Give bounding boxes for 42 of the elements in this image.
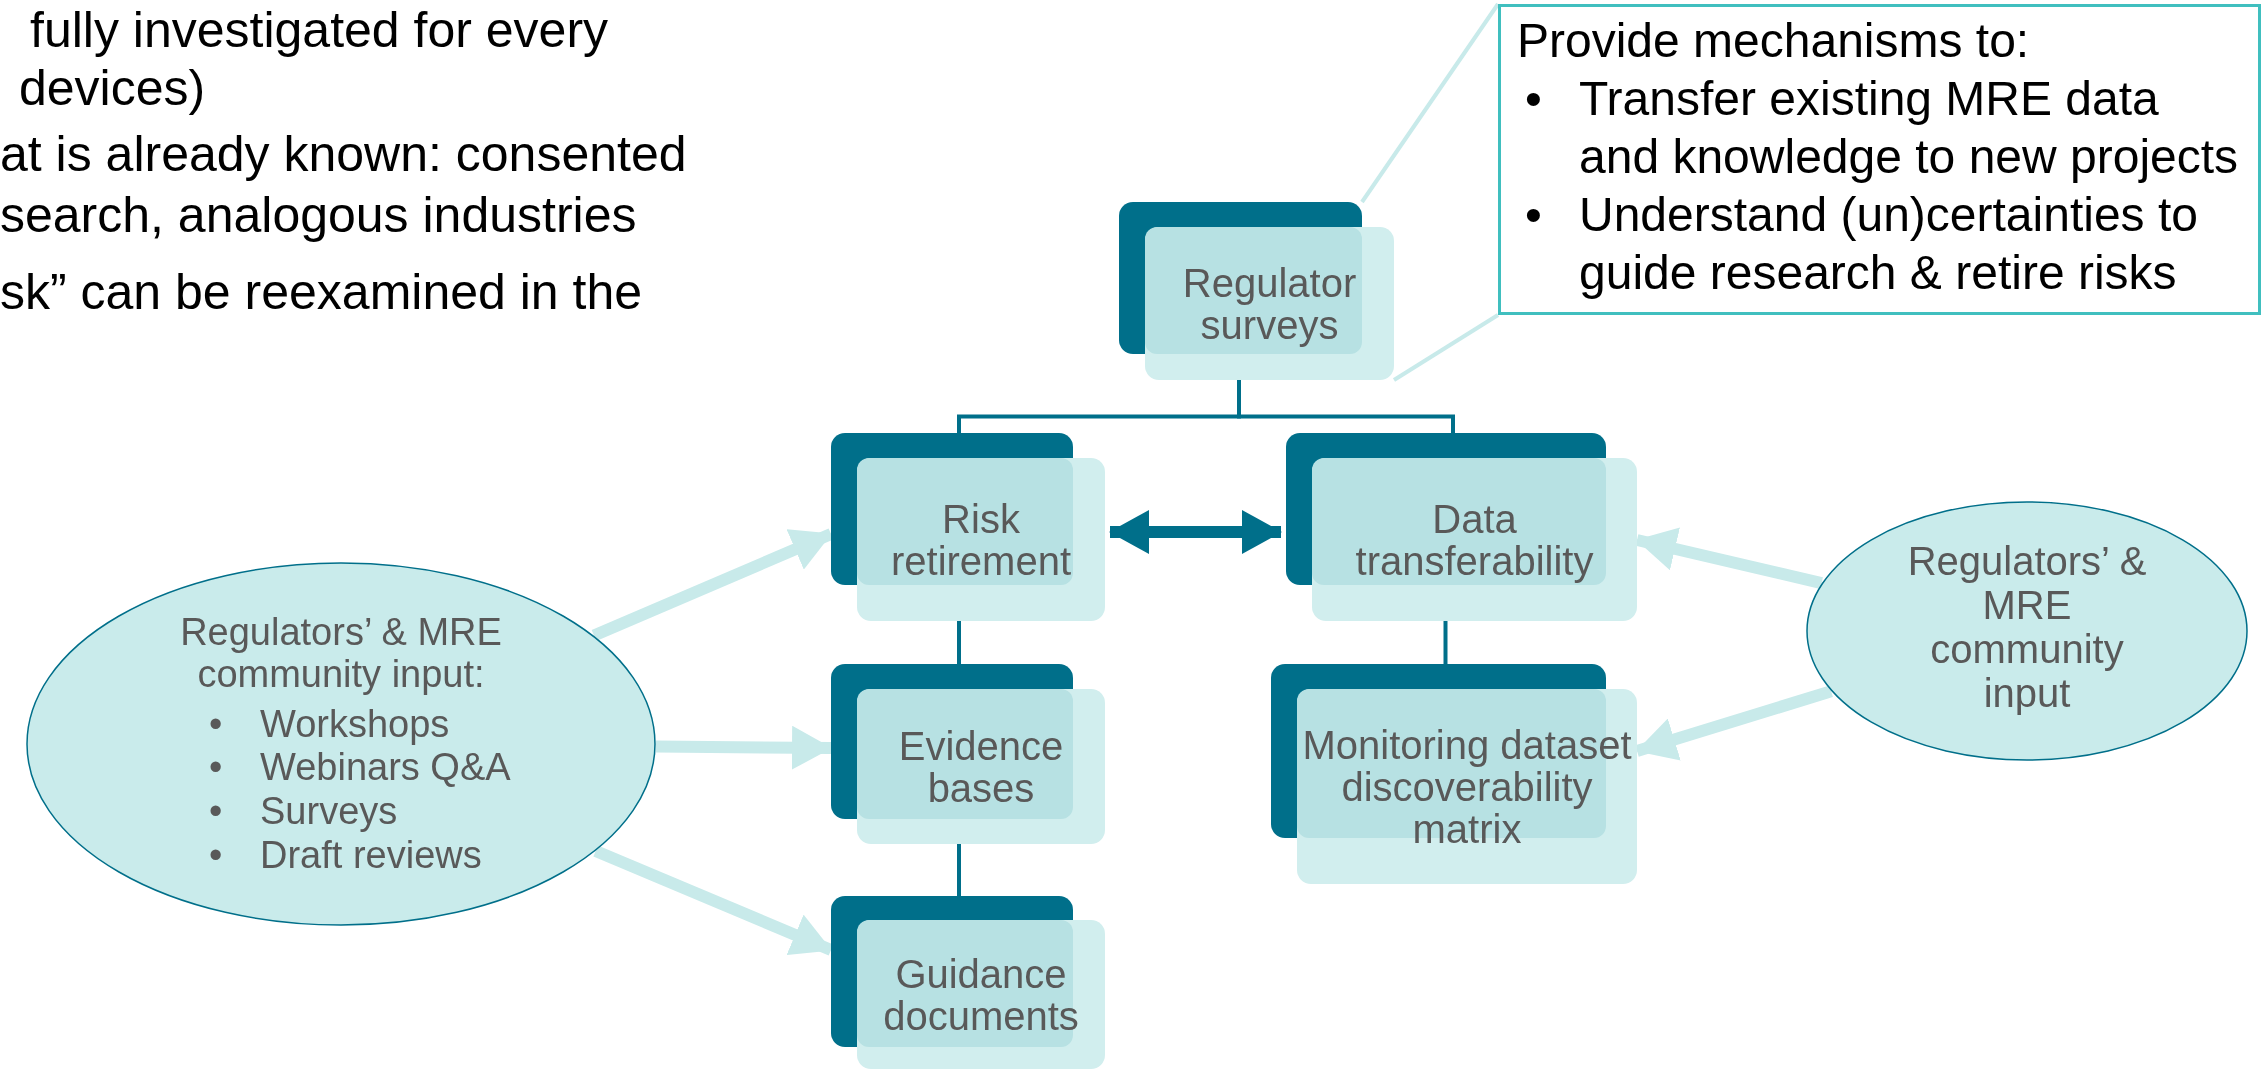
- connector-line: [957, 621, 961, 664]
- callout-box: [1498, 4, 2261, 315]
- list-item: Draft reviews: [260, 834, 482, 876]
- bullet-mark: •: [1525, 71, 1542, 127]
- box-label: Evidence bases: [897, 724, 1065, 809]
- process-box: [831, 433, 1105, 621]
- list-item: Understand (un)certainties to guide research & retire risks: [1579, 188, 2198, 299]
- process-box: [831, 896, 1105, 1069]
- connector-line: [957, 844, 961, 896]
- bullet-mark: •: [209, 791, 223, 833]
- ellipse-heading: Regulators’ & MRE community input:: [179, 612, 503, 696]
- body-text: search, analogous industries: [0, 186, 637, 245]
- box-label: Guidance documents: [882, 952, 1080, 1037]
- body-text: fully investigated for every: [30, 1, 609, 60]
- process-box: [1271, 664, 1637, 884]
- box-label: Monitoring dataset discoverability matrix: [1301, 723, 1633, 850]
- list-item: Surveys: [260, 790, 398, 833]
- box-label: Data transferability: [1354, 497, 1595, 582]
- bullet-mark: •: [209, 835, 223, 877]
- connector-line: [1443, 621, 1448, 664]
- process-box: [831, 664, 1105, 844]
- bullet-mark: •: [209, 703, 223, 746]
- list-item: Workshops: [260, 702, 450, 745]
- body-text: at is already known: consented: [0, 125, 687, 184]
- input-ellipse: [26, 562, 656, 926]
- process-box: [1119, 202, 1394, 380]
- arrow: [655, 725, 832, 770]
- list-item: Webinars Q&A: [260, 746, 511, 789]
- double-arrow: [1109, 510, 1282, 554]
- process-box: [1286, 433, 1637, 621]
- callout-pointer: [1360, 2, 1500, 382]
- body-text: devices): [19, 59, 206, 118]
- box-label: Regulator surveys: [1181, 261, 1358, 346]
- bullet-mark: •: [1525, 187, 1542, 243]
- callout-heading: Provide mechanisms to:: [1517, 13, 2031, 69]
- list-item: Transfer existing MRE data and knowledge to new projects: [1579, 72, 2239, 183]
- ellipse-heading: Regulators’ & MRE community input: [1906, 539, 2148, 715]
- connector-line: [1237, 380, 1455, 433]
- body-text: sk” can be reexamined in the: [0, 263, 643, 322]
- box-label: Risk retirement: [889, 497, 1073, 582]
- bullet-mark: •: [209, 747, 223, 790]
- input-ellipse: [1806, 501, 2248, 761]
